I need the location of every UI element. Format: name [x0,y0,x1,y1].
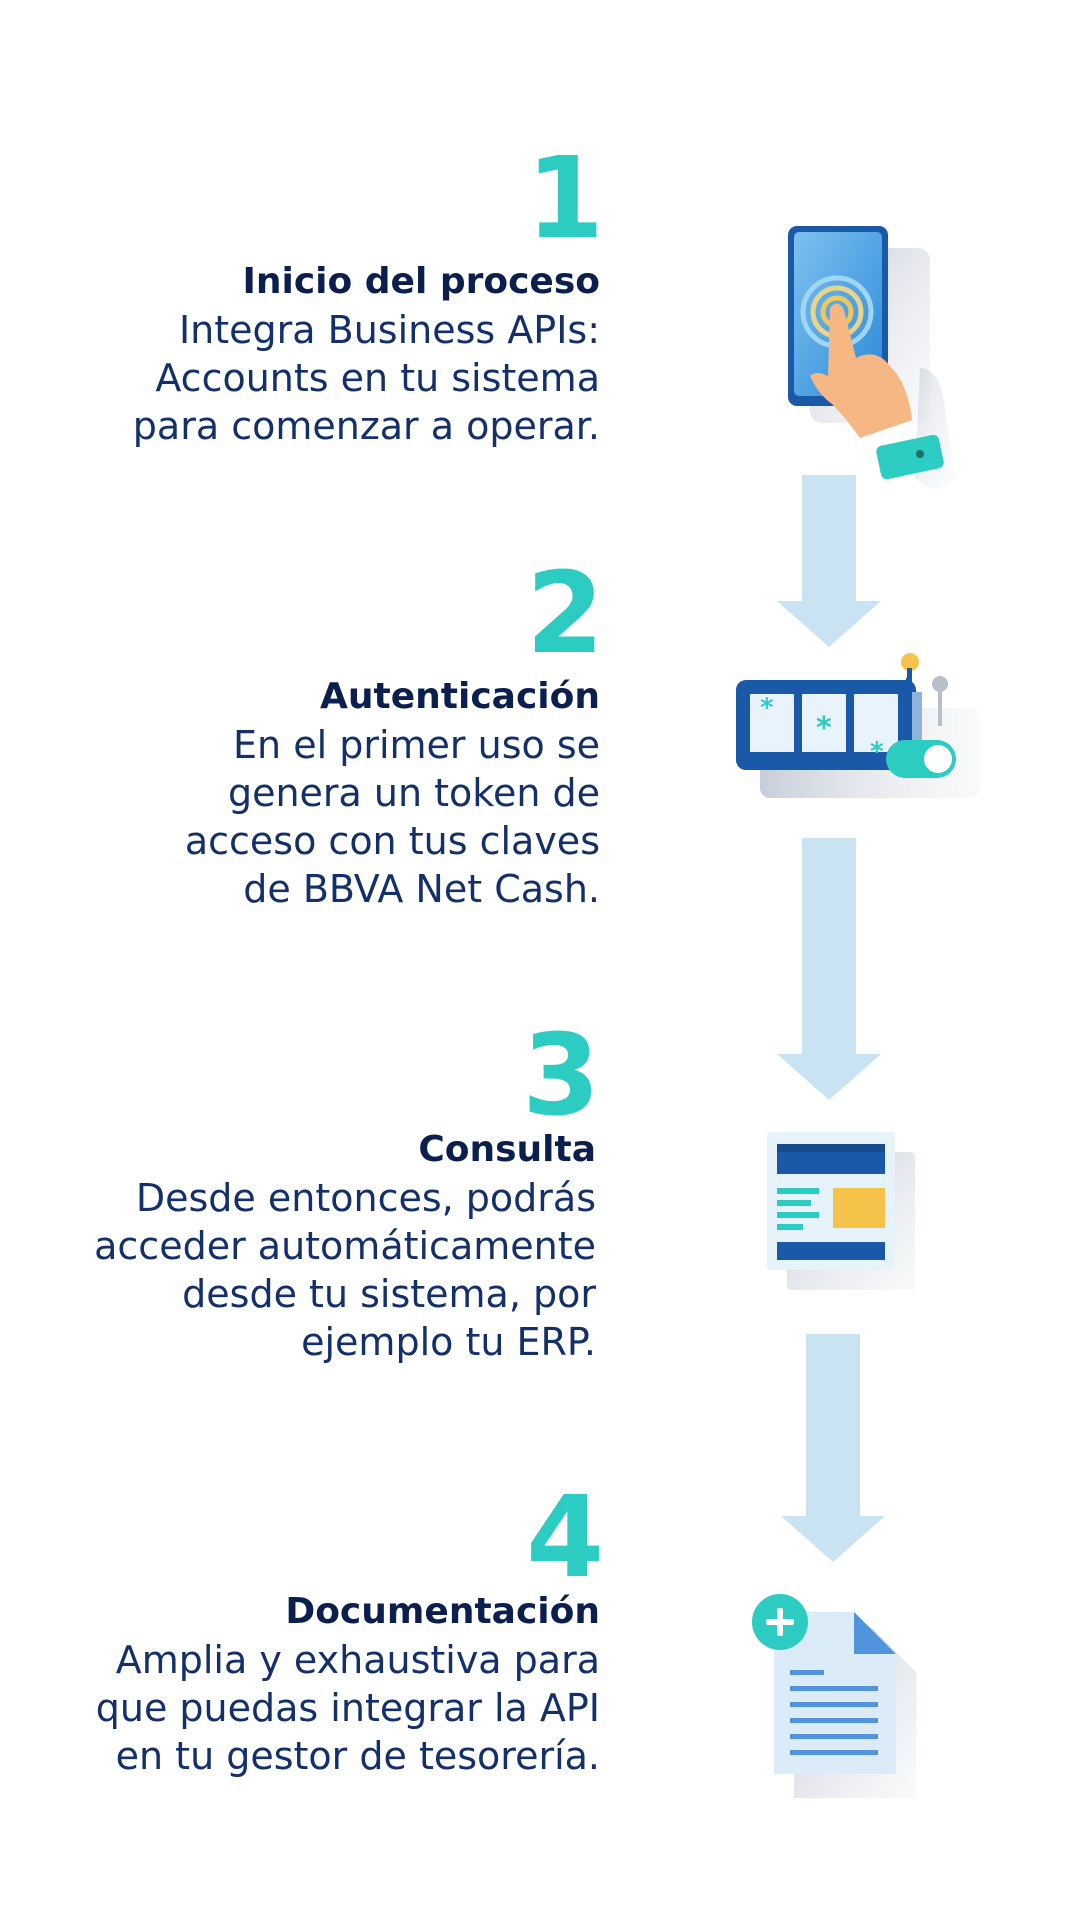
step-1-description: Integra Business APIs: Accounts en tu si… [80,306,600,450]
step-4-number: 4 [526,1473,604,1603]
web-page-icon [767,1132,915,1290]
svg-text:*: * [760,693,774,723]
add-document-icon [752,1594,916,1798]
step-2-title: Autenticación [320,676,600,717]
step-2-description-line: acceso con tus claves [184,819,600,863]
step-1-description-line: Integra Business APIs: [178,308,600,352]
step-3-description: Desde entonces, podrás acceder automátic… [76,1174,596,1366]
step-2-text: Autenticación En el primer uso se genera… [80,673,600,913]
step-1-number: 1 [526,134,604,264]
svg-text:*: * [870,737,884,767]
step-3-text: Consulta Desde entonces, podrás acceder … [76,1126,596,1366]
step-4-description-line: Amplia y exhaustiva para [115,1638,600,1682]
step-4-description-line: que puedas integrar la API [95,1686,600,1730]
step-2-description: En el primer uso se genera un token de a… [80,721,600,913]
step-4-description: Amplia y exhaustiva para que puedas inte… [80,1636,600,1780]
step-3-number: 3 [522,1011,600,1141]
step-2-number: 2 [526,549,604,679]
arrow-down-icon [777,475,881,647]
step-2-description-line: de BBVA Net Cash. [243,867,600,911]
step-4-description-line: en tu gestor de tesorería. [115,1734,600,1778]
step-3-title: Consulta [418,1129,596,1170]
token-device-icon: * * * [736,653,980,798]
step-2-description-line: En el primer uso se [233,723,600,767]
arrow-down-icon [781,1334,885,1562]
step-1-title: Inicio del proceso [242,261,600,302]
step-2-description-line: genera un token de [227,771,600,815]
phone-touch-icon [788,226,955,488]
step-1-text: Inicio del proceso Integra Business APIs… [80,258,600,450]
step-4-text: Documentación Amplia y exhaustiva para q… [80,1588,600,1780]
step-3-description-line: acceder automáticamente [94,1224,596,1268]
step-1-description-line: para comenzar a operar. [132,404,600,448]
step-4-title: Documentación [285,1591,600,1632]
svg-text:*: * [816,711,832,746]
step-3-description-line: ejemplo tu ERP. [301,1320,596,1364]
step-3-description-line: Desde entonces, podrás [135,1176,596,1220]
step-1-description-line: Accounts en tu sistema [155,356,600,400]
step-3-description-line: desde tu sistema, por [182,1272,596,1316]
arrow-down-icon [777,838,881,1100]
